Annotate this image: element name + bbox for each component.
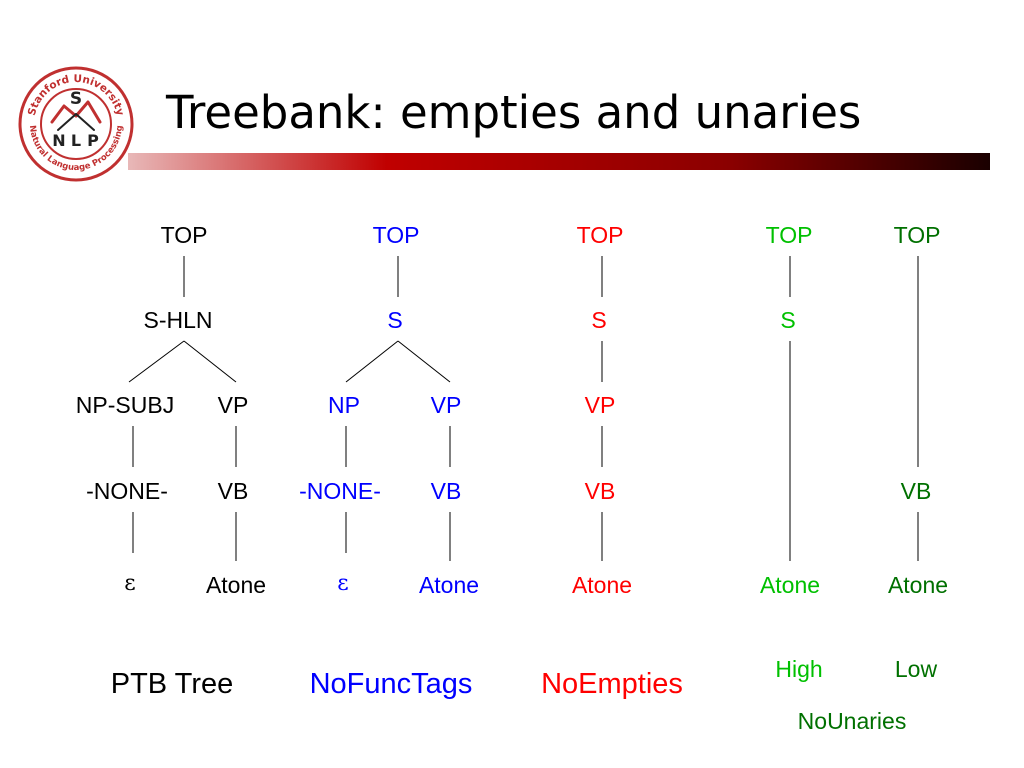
nft-node-word: Atone <box>419 572 479 598</box>
ptb-caption: PTB Tree <box>111 668 234 700</box>
high-node-top: TOP <box>766 222 813 248</box>
title-underline-bar <box>128 153 990 170</box>
ne-node-top: TOP <box>577 222 624 248</box>
ptb-node-none: -NONE- <box>86 478 168 504</box>
ptb-edge-s-vp <box>183 340 237 383</box>
ptb-node-s-hln: S-HLN <box>143 307 212 333</box>
nft-node-top: TOP <box>373 222 420 248</box>
low-caption: Low <box>895 656 938 682</box>
low-node-vb: VB <box>901 478 932 504</box>
high-node-s: S <box>780 307 795 333</box>
nounaries-caption: NoUnaries <box>798 708 907 734</box>
ptb-node-word: Atone <box>206 572 266 598</box>
high-node-word: Atone <box>760 572 820 598</box>
ptb-node-top: TOP <box>161 222 208 248</box>
ne-node-s: S <box>591 307 606 333</box>
low-node-top: TOP <box>894 222 941 248</box>
ne-node-vb: VB <box>585 478 616 504</box>
ne-node-vp: VP <box>585 392 616 418</box>
nft-node-vp: VP <box>431 392 462 418</box>
stanford-nlp-logo: Stanford University Natural Language Pro… <box>18 66 134 182</box>
logo-letter-p: P <box>87 131 99 150</box>
logo-letter-l: L <box>71 131 81 150</box>
nft-node-none: -NONE- <box>299 478 381 504</box>
ptb-node-vp: VP <box>218 392 249 418</box>
logo-letter-n: N <box>52 131 65 150</box>
ptb-node-np-subj: NP-SUBJ <box>76 392 174 418</box>
nft-caption: NoFuncTags <box>310 668 473 700</box>
ptb-edge-s-np <box>128 340 185 383</box>
nft-edge-s-np <box>345 340 399 383</box>
ne-caption: NoEmpties <box>541 668 683 700</box>
ptb-node-vb: VB <box>218 478 249 504</box>
nft-node-vb: VB <box>431 478 462 504</box>
logo-letter-s: S <box>70 89 82 109</box>
ne-node-word: Atone <box>572 572 632 598</box>
nft-node-np: NP <box>328 392 360 418</box>
slide-title: Treebank: empties and unaries <box>166 86 862 139</box>
high-caption: High <box>775 656 822 682</box>
nft-node-s: S <box>387 307 402 333</box>
ptb-node-epsilon: ε <box>124 571 135 596</box>
low-node-word: Atone <box>888 572 948 598</box>
nft-edge-s-vp <box>397 340 451 383</box>
nft-node-epsilon: ε <box>337 571 348 596</box>
logo-tree-icon <box>50 100 102 131</box>
